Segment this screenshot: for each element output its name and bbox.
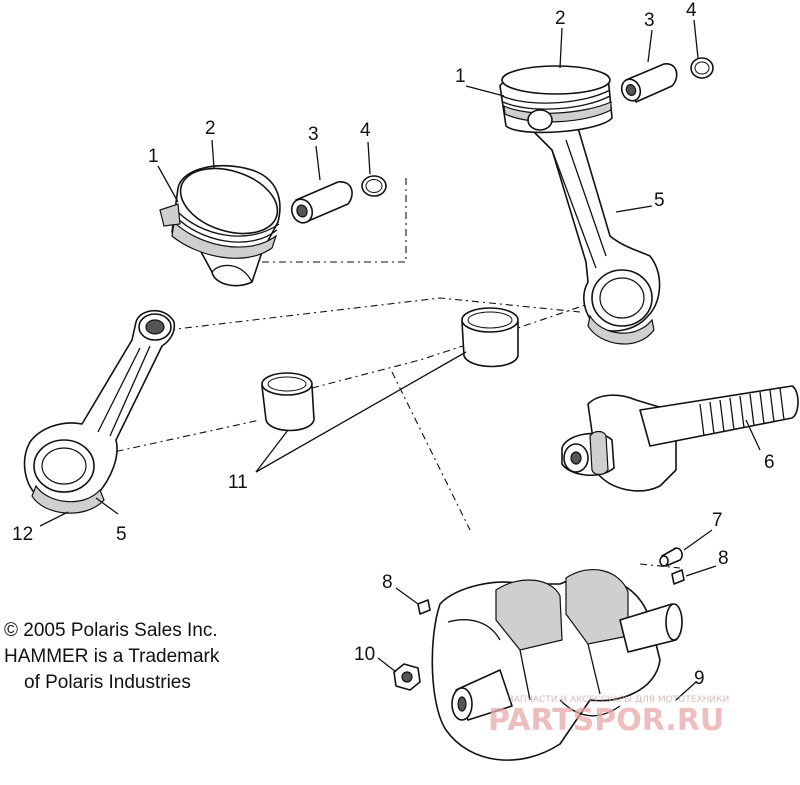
crankshaft — [431, 569, 683, 761]
callout-right-piston-top: 2 — [555, 8, 566, 29]
left-wrist-pin — [290, 181, 353, 224]
callout-plug-left: 8 — [382, 572, 393, 593]
leader-lines — [39, 19, 761, 701]
plug-left — [417, 599, 431, 615]
callout-bearings: 11 — [228, 472, 248, 493]
left-piston — [159, 164, 281, 287]
copyright-line-1: © 2005 Polaris Sales Inc. — [4, 620, 218, 641]
balance-shaft — [561, 385, 799, 492]
copyright-line-2: HAMMER is a Trademark — [4, 646, 220, 667]
callout-crankshaft: 9 — [694, 668, 705, 689]
callout-left-piston-top: 2 — [205, 118, 216, 139]
left-circlip — [361, 175, 387, 197]
crank-nut — [393, 663, 421, 691]
callout-left-clip: 4 — [360, 120, 371, 141]
left-connecting-rod — [23, 309, 176, 514]
callout-dowel: 7 — [712, 510, 723, 531]
callout-left-rod: 5 — [116, 524, 127, 545]
callout-plug-right: 8 — [718, 548, 729, 569]
callout-numbers: 1 2 3 4 1 2 3 4 5 6 7 8 8 9 10 11 12 5 — [12, 0, 775, 689]
callout-right-piston: 1 — [455, 66, 466, 87]
callout-nut: 10 — [354, 644, 375, 665]
callout-left-rod-bearing: 12 — [12, 524, 33, 545]
watermark-logo: PARTSPOR.RU — [488, 703, 724, 738]
right-wrist-pin — [620, 63, 678, 103]
copyright-line-3: of Polaris Industries — [24, 672, 191, 693]
callout-right-rod: 5 — [654, 190, 665, 211]
callout-right-pin: 3 — [644, 10, 655, 31]
callout-balance-shaft: 6 — [764, 452, 775, 473]
copyright-block: © 2005 Polaris Sales Inc. HAMMER is a Tr… — [4, 620, 220, 693]
right-circlip — [690, 57, 714, 79]
right-piston-assembly — [499, 65, 661, 345]
bearing-shell-right — [461, 307, 519, 368]
watermark: ЗАПЧАСТИ И АКСЕССУАРЫ ДЛЯ МОТОТЕХНИКИ PA… — [488, 695, 729, 738]
watermark-subtitle: ЗАПЧАСТИ И АКСЕССУАРЫ ДЛЯ МОТОТЕХНИКИ — [508, 695, 729, 705]
callout-right-clip: 4 — [686, 0, 697, 21]
callout-left-pin: 3 — [308, 124, 319, 145]
dowel-pin — [659, 547, 683, 567]
bearing-shell-left — [261, 372, 315, 432]
plug-right — [671, 569, 685, 585]
callout-left-piston: 1 — [148, 146, 159, 167]
